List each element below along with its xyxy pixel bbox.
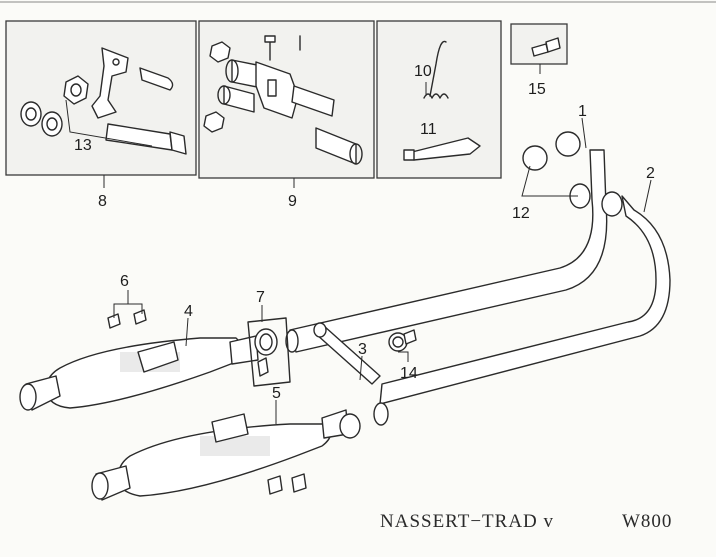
label-part-11: 11 xyxy=(420,121,437,138)
clamp-band xyxy=(388,329,417,352)
label-part-8: 8 xyxy=(98,193,107,210)
label-part-5: 5 xyxy=(272,385,281,402)
connector-pipe xyxy=(313,322,381,385)
header-pipe-lower xyxy=(373,183,671,426)
label-part-14: 14 xyxy=(400,365,418,382)
label-part-2: 2 xyxy=(646,165,655,182)
label-part-4: 4 xyxy=(184,303,193,320)
muffler-right xyxy=(91,409,349,501)
gasket-ring xyxy=(339,413,361,439)
inset-box-screws xyxy=(510,23,568,74)
inset-box-spring xyxy=(376,20,502,179)
muffler-left xyxy=(19,335,259,411)
inset-box-bracket xyxy=(5,20,197,176)
caption-model: W800 xyxy=(622,511,672,532)
label-part-10: 10 xyxy=(414,63,432,80)
label-part-1: 1 xyxy=(578,103,587,120)
clamp-assembly xyxy=(247,317,291,387)
label-part-3: 3 xyxy=(358,341,367,358)
label-part-6: 6 xyxy=(120,273,129,290)
label-part-15: 15 xyxy=(528,81,546,98)
mount-bolts-upper xyxy=(107,309,147,329)
label-part-9: 9 xyxy=(288,193,297,210)
caption-text: NASSERT−TRAD v xyxy=(380,511,554,532)
leader-lines xyxy=(103,117,652,424)
inset-box-mounting xyxy=(198,20,375,179)
label-part-12: 12 xyxy=(512,205,530,222)
label-part-13: 13 xyxy=(74,137,92,154)
mount-bolts-lower xyxy=(267,473,307,495)
label-part-7: 7 xyxy=(256,289,265,306)
